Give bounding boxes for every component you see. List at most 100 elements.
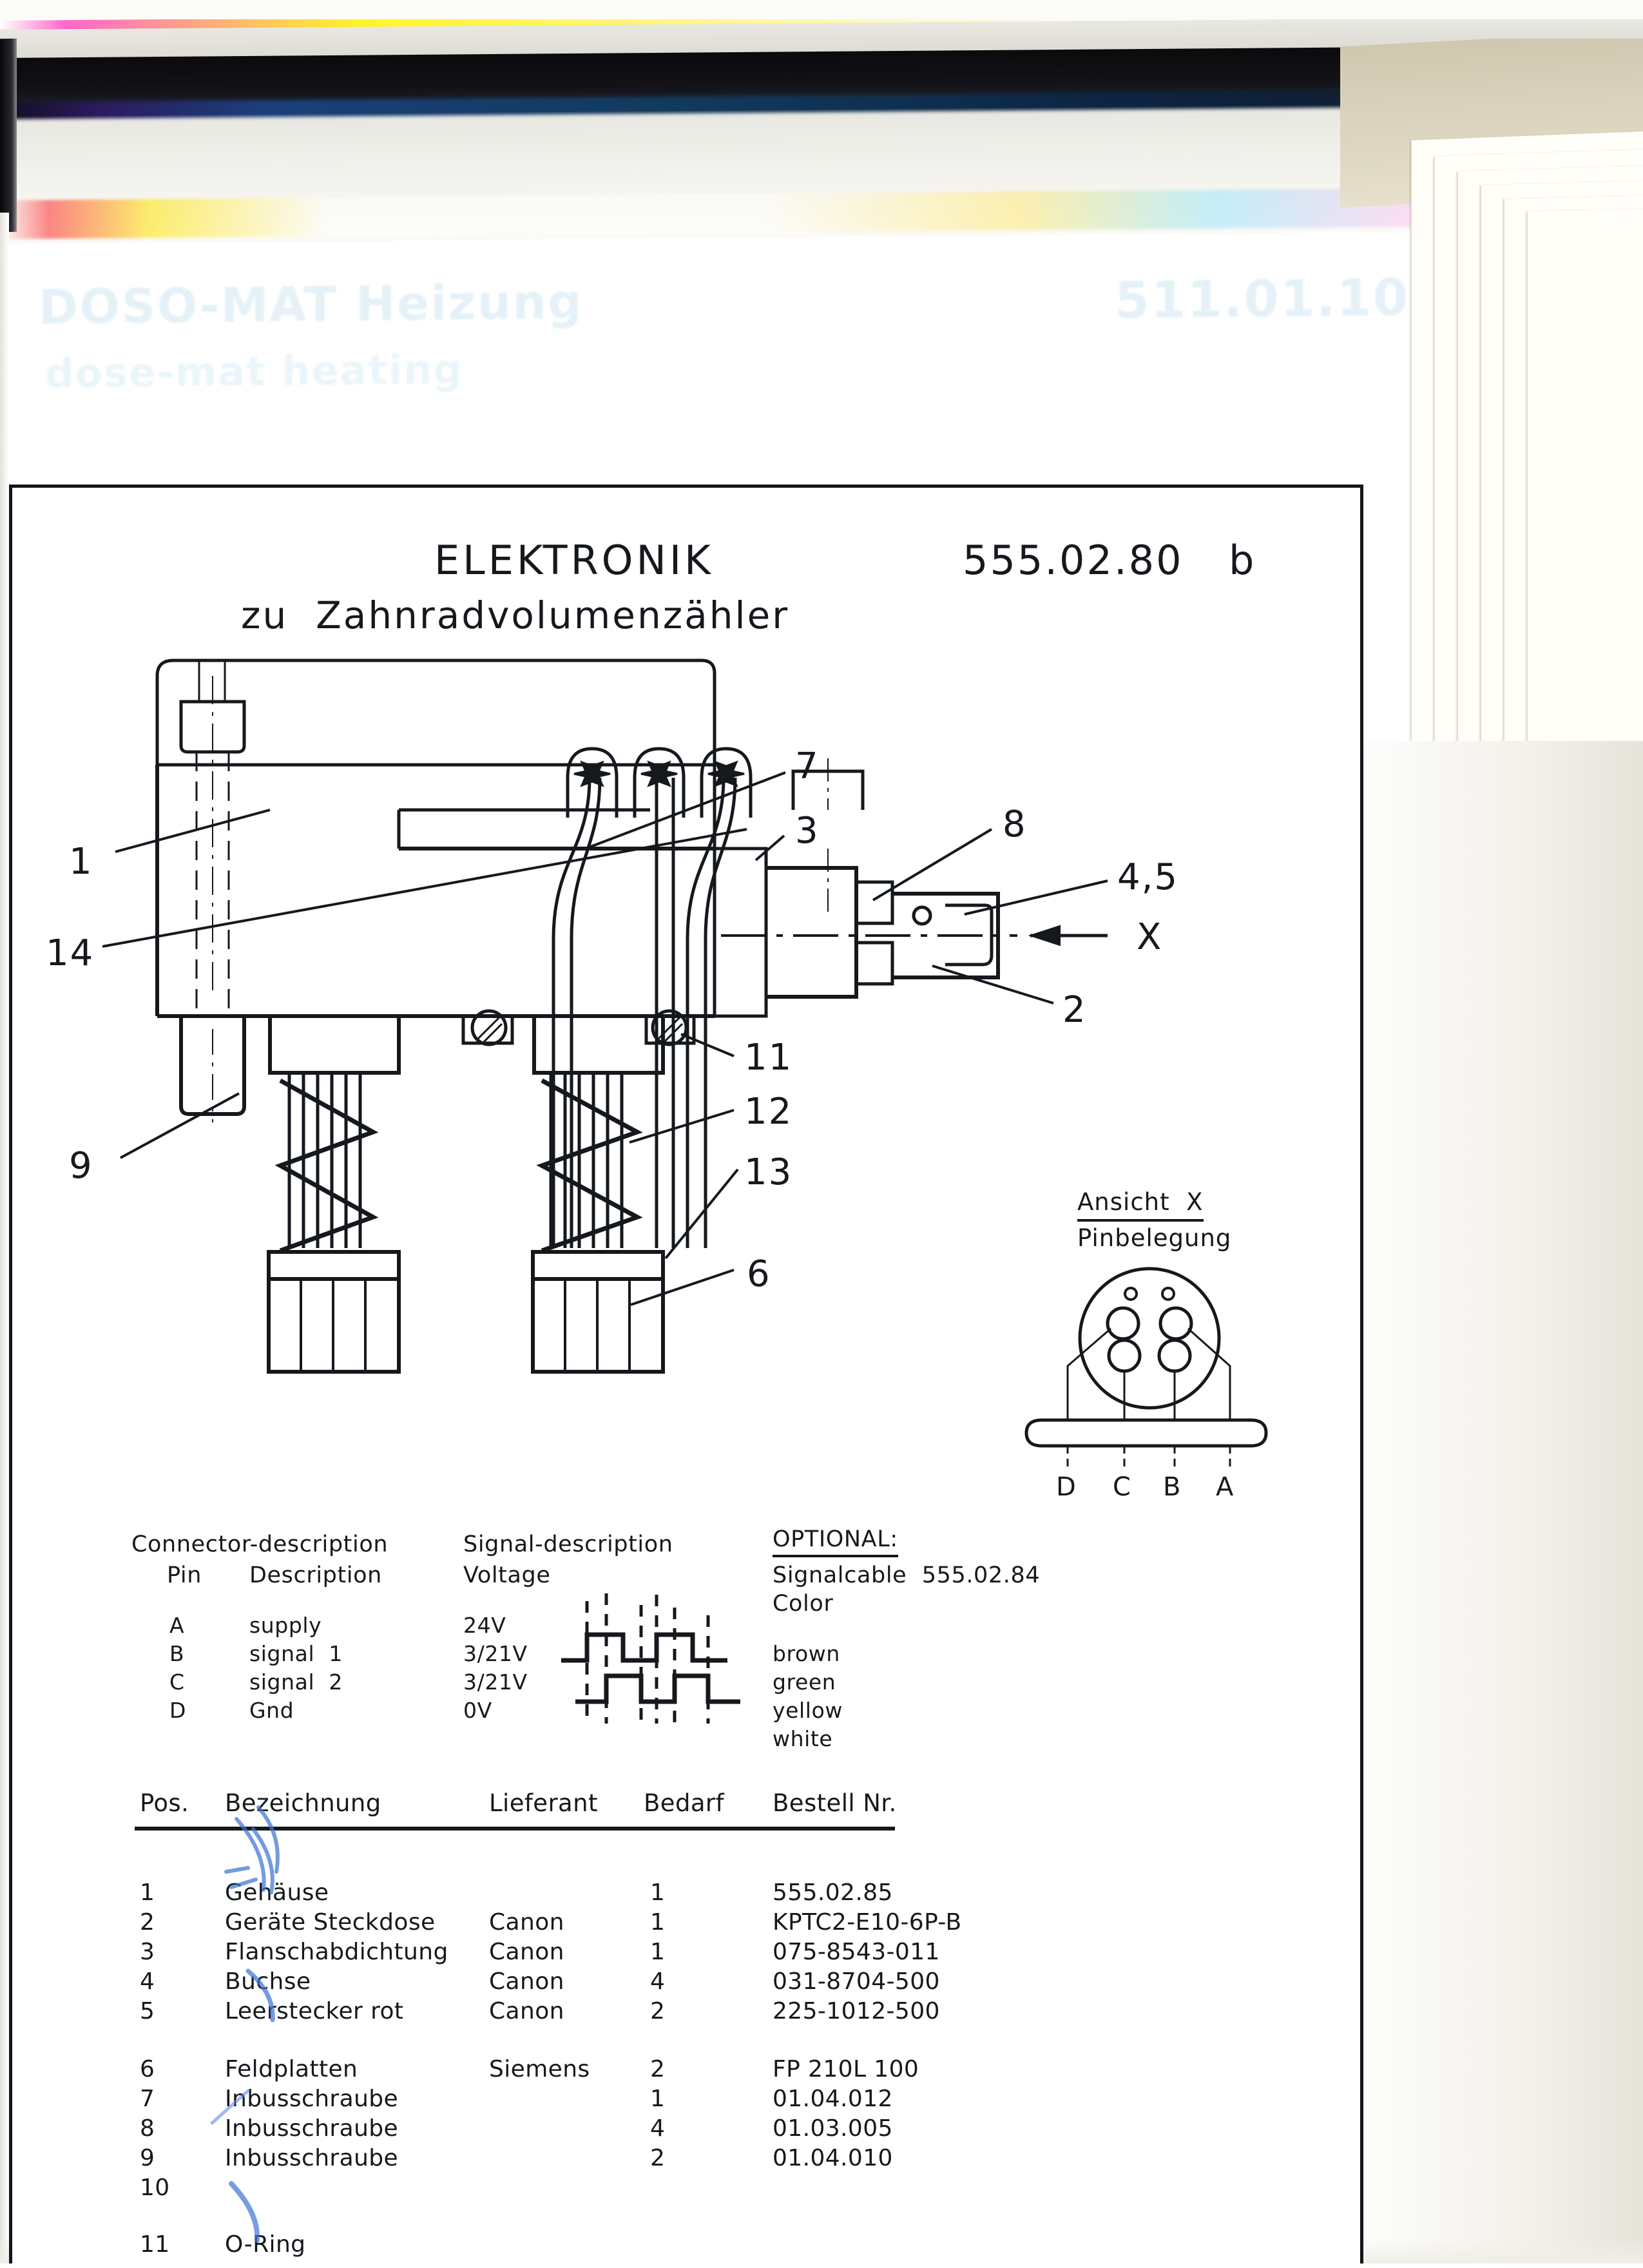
cell-pos: 8 — [140, 2115, 155, 2142]
cell-qty: 4 — [650, 1968, 666, 1995]
cell-name: O-Ring — [225, 2231, 306, 2258]
signal-voltage: 0V — [463, 1698, 492, 1723]
callout-6: 6 — [747, 1253, 771, 1295]
connector-desc: supply — [249, 1613, 322, 1638]
pin-label-b: B — [1163, 1472, 1182, 1502]
pin-label-c: C — [1113, 1472, 1131, 1502]
optional-color: yellow — [773, 1698, 843, 1723]
cell-order-no: 01.04.010 — [773, 2145, 893, 2171]
cell-qty: 4 — [650, 2115, 666, 2142]
connector-desc: Gnd — [249, 1698, 294, 1723]
table-header-rule — [135, 1827, 895, 1831]
view-arrow-label: X — [1137, 916, 1163, 958]
callout-3: 3 — [795, 810, 820, 852]
cell-order-no: 225-1012-500 — [773, 1998, 940, 2024]
callout-12: 12 — [744, 1091, 793, 1133]
cell-qty: 1 — [650, 1879, 666, 1906]
callout-13: 13 — [744, 1151, 793, 1193]
revision-letter: b — [1229, 537, 1255, 584]
callout-8: 8 — [1003, 803, 1027, 845]
callout-9: 9 — [69, 1145, 93, 1187]
signal-col-voltage: Voltage — [463, 1562, 551, 1588]
cell-supplier: Canon — [489, 1939, 564, 1965]
callout-14: 14 — [46, 932, 95, 974]
cell-order-no: 01.04.012 — [773, 2086, 893, 2112]
cell-qty: 1 — [650, 1909, 666, 1936]
page-title: ELEKTRONIK — [434, 537, 714, 584]
left-page-shadow — [0, 213, 9, 2262]
cell-name: Buchse — [225, 1968, 311, 1995]
cell-name: Inbusschraube — [225, 2115, 399, 2142]
page-stack — [1340, 39, 1643, 889]
cell-order-no: KPTC2-E10-6P-B — [773, 1909, 962, 1936]
right-page-shadow — [1340, 741, 1643, 2263]
technical-drawing-sheet: ELEKTRONIK 555.02.80 b zu Zahnradvolumen… — [9, 485, 1363, 2263]
cell-pos: 5 — [140, 1998, 155, 2024]
cell-order-no: FP 210L 100 — [773, 2056, 919, 2082]
assembly-drawing — [102, 658, 1108, 1374]
optional-cable: Signalcable 555.02.84 — [773, 1562, 1041, 1588]
table-header-qty: Bedarf — [644, 1789, 724, 1817]
cell-pos: 6 — [140, 2056, 155, 2082]
cell-pos: 3 — [140, 1939, 155, 1965]
drawing-number: 555.02.80 — [963, 537, 1184, 584]
cell-supplier: Canon — [489, 1909, 564, 1936]
signal-voltage: 24V — [463, 1613, 506, 1638]
photo-top-edge — [0, 0, 1643, 19]
callout-2: 2 — [1062, 989, 1087, 1031]
cell-name: Feldplatten — [225, 2056, 358, 2082]
pin-layout-diagram — [1024, 1267, 1268, 1468]
cell-pos: 7 — [140, 2086, 155, 2112]
signal-voltage: 3/21V — [463, 1641, 528, 1666]
connector-pin: B — [169, 1641, 185, 1666]
connector-pin: D — [169, 1698, 187, 1723]
optional-color: green — [773, 1669, 836, 1695]
callout-11: 11 — [744, 1037, 793, 1079]
cell-order-no: 075-8543-011 — [773, 1939, 940, 1965]
cell-pos: 11 — [140, 2231, 170, 2258]
cell-name: Inbusschraube — [225, 2086, 399, 2112]
optional-heading: OPTIONAL: — [773, 1526, 898, 1557]
signal-legend-heading: Signal-description — [463, 1532, 673, 1557]
table-header-order-no: Bestell Nr. — [773, 1789, 897, 1817]
cell-pos: 9 — [140, 2145, 155, 2171]
callout-7: 7 — [795, 745, 820, 787]
connector-col-description: Description — [249, 1562, 382, 1588]
bleedthrough-subtitle: dose-mat heating — [45, 345, 463, 398]
cell-qty: 2 — [650, 2056, 666, 2082]
table-header-supplier: Lieferant — [489, 1789, 598, 1817]
pin-view-heading: Ansicht X — [1077, 1188, 1204, 1222]
connector-desc: signal 1 — [249, 1641, 343, 1666]
connector-pin: C — [169, 1669, 185, 1695]
cell-name: Inbusschraube — [225, 2145, 399, 2171]
cell-name: Geräte Steckdose — [225, 1909, 436, 1936]
cell-qty: 1 — [650, 2086, 666, 2112]
cell-supplier: Siemens — [489, 2056, 590, 2082]
optional-color: white — [773, 1726, 833, 1751]
cell-qty: 2 — [650, 1998, 666, 2024]
connector-desc: signal 2 — [249, 1669, 343, 1695]
connector-col-pin: Pin — [167, 1562, 202, 1588]
optional-color: brown — [773, 1641, 840, 1666]
cell-order-no: 555.02.85 — [773, 1879, 893, 1906]
page-subtitle: zu Zahnradvolumenzähler — [241, 593, 790, 637]
cell-pos: 1 — [140, 1879, 155, 1906]
callout-4-5: 4,5 — [1117, 856, 1179, 898]
cell-supplier: Canon — [489, 1998, 564, 2024]
pin-view-subheading: Pinbelegung — [1077, 1224, 1232, 1252]
cell-qty: 1 — [650, 1939, 666, 1965]
cell-name: Leerstecker rot — [225, 1998, 404, 2024]
cell-pos: 4 — [140, 1968, 155, 1995]
cell-order-no: 01.03.005 — [773, 2115, 893, 2142]
pin-label-a: A — [1216, 1472, 1235, 1502]
table-header-pos: Pos. — [140, 1789, 189, 1817]
quadrature-waveform-icon — [561, 1593, 740, 1724]
cell-name: Gehäuse — [225, 1879, 329, 1906]
cell-order-no: 031-8704-500 — [773, 1968, 940, 1995]
signal-voltage: 3/21V — [463, 1669, 528, 1695]
cell-supplier: Canon — [489, 1968, 564, 1995]
cell-name: Flanschabdichtung — [225, 1939, 448, 1965]
table-header-name: Bezeichnung — [225, 1789, 381, 1817]
optional-col-color: Color — [773, 1591, 834, 1617]
cell-pos: 10 — [140, 2175, 170, 2201]
